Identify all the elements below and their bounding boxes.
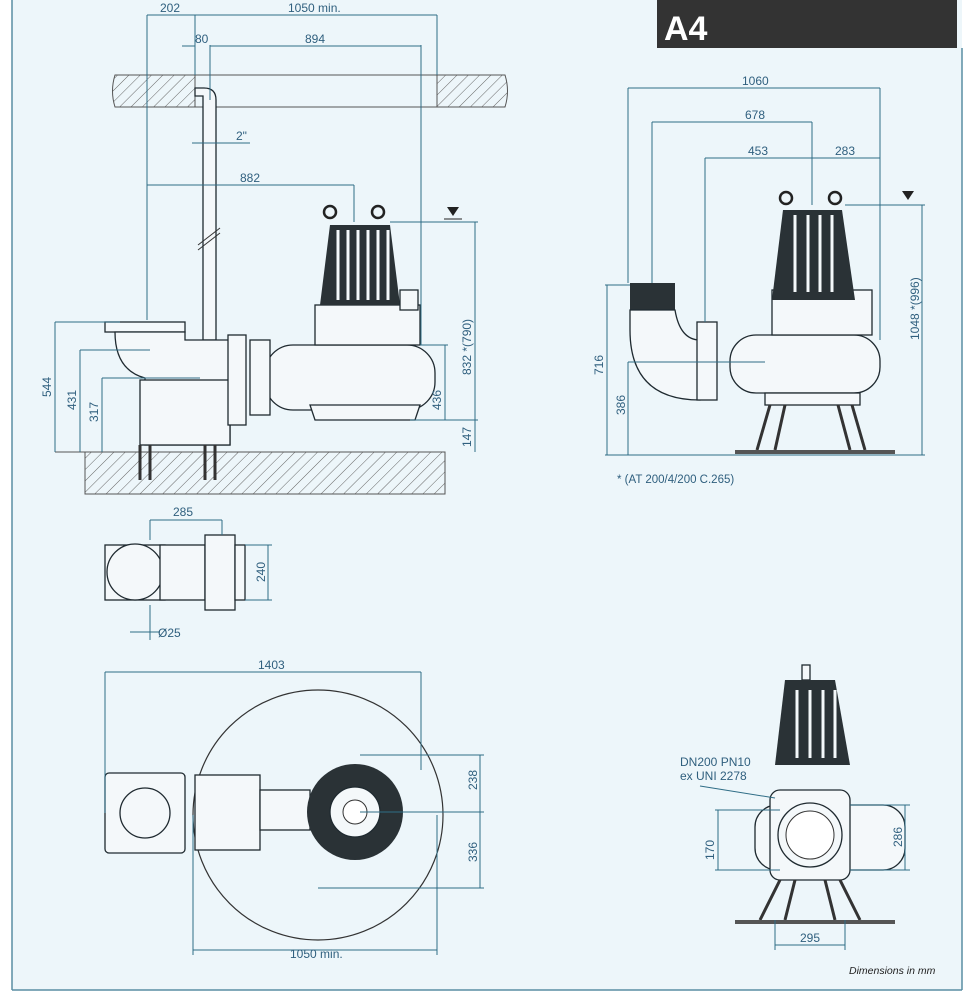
flange-spec-1: DN200 PN10 bbox=[680, 755, 751, 769]
dimension-label: 240 bbox=[254, 562, 268, 582]
guide-pipe bbox=[194, 87, 217, 341]
dimension-label: 431 bbox=[65, 390, 79, 410]
discharge-flange bbox=[104, 321, 186, 333]
dimension-label: 544 bbox=[40, 377, 54, 397]
dimension-label: 1050 min. bbox=[288, 1, 341, 15]
dimension-label: 283 bbox=[835, 144, 855, 158]
dimension-label: 894 bbox=[305, 32, 325, 46]
outlet-flange bbox=[696, 321, 718, 401]
floor-slab bbox=[84, 451, 446, 495]
dimension-label: 170 bbox=[703, 840, 717, 860]
pump-motor bbox=[320, 225, 400, 305]
water-level-icon bbox=[902, 191, 914, 200]
dimension-label: 295 bbox=[800, 931, 820, 945]
water-level-icon bbox=[447, 207, 459, 216]
side-install-view: 202 1050 min. 80 894 2" 882 544 431 317 … bbox=[40, 1, 508, 495]
dimension-label: Ø25 bbox=[158, 626, 181, 640]
dimension-label: 1048 *(996) bbox=[908, 277, 922, 340]
top-plan-view: 1403 238 336 1050 min. bbox=[104, 658, 484, 961]
dimension-label: 147 bbox=[460, 427, 474, 447]
dimension-label: 882 bbox=[240, 171, 260, 185]
discharge-bend bbox=[629, 309, 701, 401]
dimension-label: 202 bbox=[160, 1, 180, 15]
dimension-label: 286 bbox=[891, 827, 905, 847]
ceiling-slab-left bbox=[112, 74, 196, 108]
dimension-label: 386 bbox=[614, 395, 628, 415]
dimension-label: 238 bbox=[466, 770, 480, 790]
pump-motor bbox=[775, 680, 850, 765]
discharge-outlet bbox=[630, 283, 675, 310]
dimension-label: 285 bbox=[173, 505, 193, 519]
dimension-label: 716 bbox=[592, 355, 606, 375]
dimension-label: 832 *(790) bbox=[460, 319, 474, 375]
dimension-label: 1050 min. bbox=[290, 947, 343, 961]
pump-volute bbox=[729, 334, 881, 394]
pump-motor-base bbox=[314, 304, 421, 346]
units-note: Dimensions in mm bbox=[849, 965, 936, 977]
pump-motor bbox=[772, 210, 855, 300]
base-plan-view: 285 240 Ø25 bbox=[104, 505, 272, 640]
dimension-label: 1403 bbox=[258, 658, 285, 672]
ceiling-slab-right bbox=[436, 74, 508, 108]
pump-volute bbox=[264, 344, 436, 411]
footnote: * (AT 200/4/200 C.265) bbox=[617, 474, 734, 486]
dimension-label: 436 bbox=[430, 390, 444, 410]
dimension-label: 1060 bbox=[742, 74, 769, 88]
dimension-label: 453 bbox=[748, 144, 768, 158]
flange-spec-2: ex UNI 2278 bbox=[680, 769, 747, 783]
title-bar: A4 bbox=[657, 0, 957, 48]
pump-side-view: 1060 678 453 283 1048 *(996) 716 386 * (… bbox=[592, 74, 925, 486]
sheet-title: A4 bbox=[664, 10, 708, 48]
dimension-label: 80 bbox=[195, 32, 209, 46]
dimension-label: 678 bbox=[745, 108, 765, 122]
pump-front-view: DN200 PN10 ex UNI 2278 170 286 295 bbox=[680, 664, 910, 950]
dimension-label: 317 bbox=[87, 402, 101, 422]
dimension-label: 336 bbox=[466, 842, 480, 862]
dimension-label: 2" bbox=[236, 129, 247, 143]
